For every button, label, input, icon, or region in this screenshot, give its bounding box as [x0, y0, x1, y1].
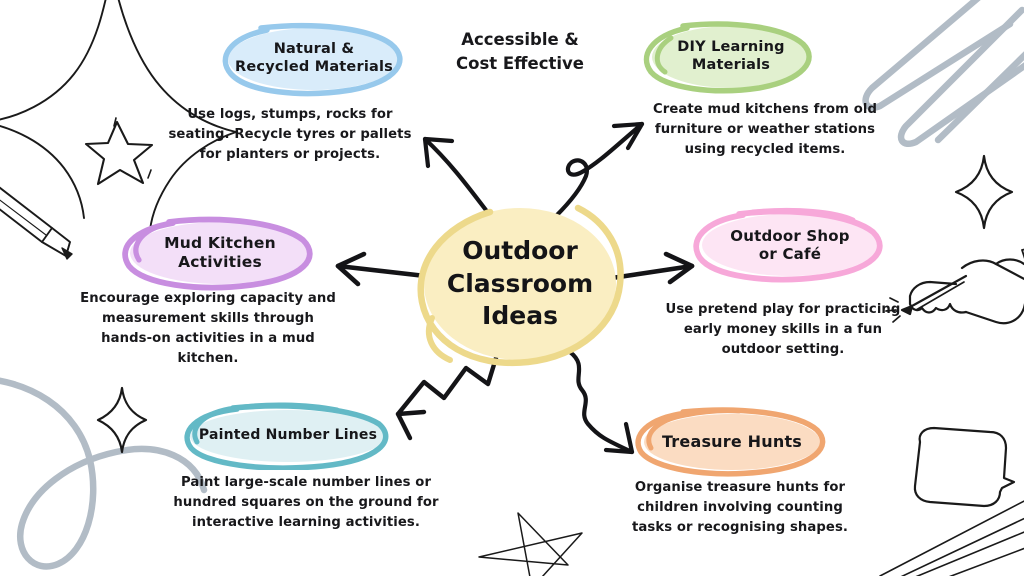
- branch-description-painted-number-lines: Paint large-scale number lines or hundre…: [173, 475, 439, 531]
- branch-title-line-1: DIY Learning: [677, 39, 785, 56]
- speech-bubble-icon: [913, 426, 1016, 508]
- branch-description-outdoor-shop-or-cafe: Use pretend play for practicing early mo…: [665, 302, 901, 358]
- branch-description-diy-learning-materials: Create mud kitchens from old furniture o…: [652, 102, 878, 158]
- branch-title-line-1: Natural &: [273, 41, 355, 58]
- branch-title-line-1: Outdoor Shop: [730, 226, 850, 245]
- branch-title-label: Outdoor Shop or Café: [724, 227, 856, 264]
- center-node[interactable]: Outdoor Classroom Ideas: [417, 204, 624, 367]
- star-small-tick-right-icon: [147, 169, 152, 179]
- branch-title-line-2: Activities: [178, 253, 262, 271]
- center-node-fill: [424, 208, 616, 360]
- branch-title-pill-outdoor-shop-or-cafe[interactable]: Outdoor Shop or Café: [693, 207, 883, 283]
- branch-title-line-1: Treasure Hunts: [661, 432, 803, 452]
- branch-title-pill-mud-kitchen-activities[interactable]: Mud Kitchen Activities: [122, 216, 313, 291]
- sparkle-diamond-lower-left-icon: [96, 386, 148, 454]
- branch-treasure-hunts[interactable]: Treasure Hunts: [635, 407, 826, 477]
- branch-painted-number-lines[interactable]: Painted Number Lines: [184, 402, 389, 470]
- sparkle-diamond-upper-right-icon: [954, 154, 1014, 230]
- branch-diy-learning-materials[interactable]: DIY Learning Materials: [643, 21, 812, 94]
- center-line-2: Classroom: [446, 268, 594, 298]
- pill-scribble-icon: [693, 207, 883, 283]
- center-line-1: Outdoor: [462, 236, 578, 266]
- tagline: Accessible & Cost Effective: [432, 28, 608, 76]
- branch-natural-recycled-materials[interactable]: Natural & Recycled Materials: [222, 22, 403, 97]
- tagline-line-1: Accessible &: [461, 30, 579, 49]
- branch-title-label: Treasure Hunts: [656, 432, 808, 452]
- pill-scribble-icon: [635, 407, 826, 477]
- pencil-icon: [0, 186, 73, 260]
- branch-title-line-2: or Café: [758, 245, 822, 263]
- branch-outdoor-shop-or-cafe[interactable]: Outdoor Shop or Café: [693, 207, 883, 283]
- diagonal-lines-icon: [879, 500, 1024, 576]
- branch-description-mud-kitchen-activities: Encourage exploring capacity and measure…: [80, 291, 336, 367]
- branch-title-pill-diy-learning-materials[interactable]: DIY Learning Materials: [643, 21, 812, 94]
- branch-mud-kitchen-activities[interactable]: Mud Kitchen Activities: [122, 216, 313, 291]
- branch-title-pill-treasure-hunts[interactable]: Treasure Hunts: [635, 407, 826, 477]
- star-small-tick-top-icon: [113, 117, 117, 127]
- branch-title-label: DIY Learning Materials: [671, 39, 790, 74]
- branch-title-label: Mud Kitchen Activities: [158, 234, 282, 272]
- pill-scribble-icon: [643, 21, 812, 94]
- branch-title-line-1: Mud Kitchen: [164, 234, 276, 253]
- branch-description-treasure-hunts: Organise treasure hunts for children inv…: [631, 480, 849, 536]
- branch-title-pill-painted-number-lines[interactable]: Painted Number Lines: [184, 402, 389, 470]
- branch-title-pill-natural-recycled-materials[interactable]: Natural & Recycled Materials: [222, 22, 403, 97]
- tagline-line-2: Cost Effective: [456, 53, 584, 73]
- star-outline-thin-icon: [478, 512, 583, 576]
- center-line-3: Ideas: [482, 301, 558, 331]
- branch-title-line-2: Recycled Materials: [235, 59, 393, 75]
- star-outline-small-icon: [84, 120, 154, 186]
- branch-description-natural-recycled-materials: Use logs, stumps, rocks for seating. Rec…: [168, 107, 412, 163]
- branch-title-label: Natural & Recycled Materials: [229, 41, 399, 76]
- branch-title-label: Painted Number Lines: [193, 427, 383, 444]
- center-node-label: Outdoor Classroom Ideas: [447, 235, 593, 333]
- branch-title-line-2: Materials: [691, 57, 771, 73]
- branch-title-line-1: Painted Number Lines: [198, 427, 378, 444]
